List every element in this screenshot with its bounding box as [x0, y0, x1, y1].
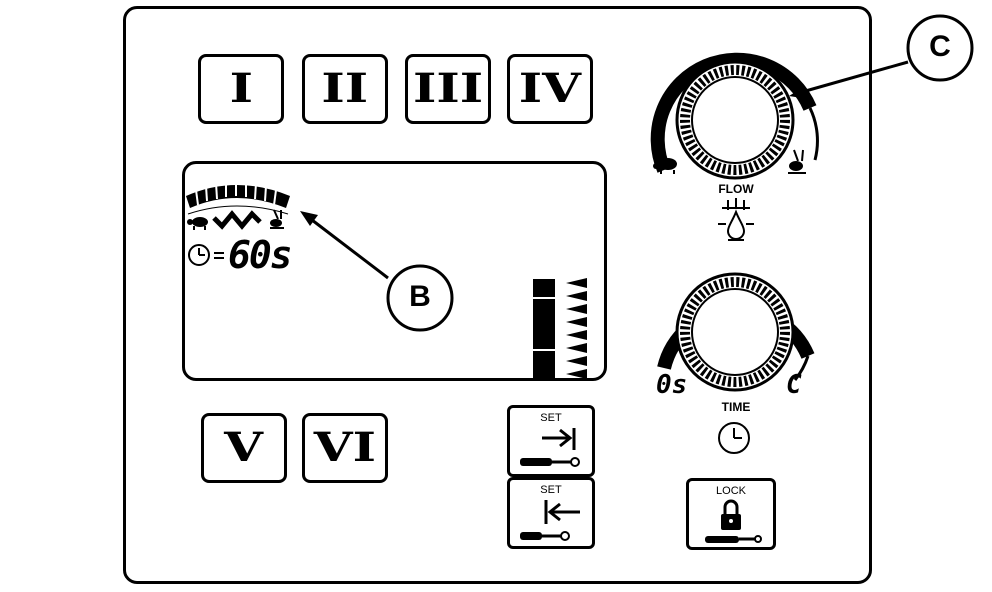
memory-button-2-label: II: [321, 65, 369, 112]
set-out-button[interactable]: SET: [507, 477, 595, 549]
bargraph-baseline: [187, 205, 289, 215]
callout-b-leader: [311, 218, 389, 280]
lock-label: LOCK: [716, 485, 746, 497]
memory-button-5[interactable]: V: [201, 413, 287, 483]
turtle-icon: [187, 217, 208, 230]
memory-button-3-label: III: [412, 65, 484, 112]
set-in-label: SET: [540, 412, 562, 424]
callout-b-arrowhead: [300, 211, 318, 226]
set-in-button[interactable]: SET: [507, 405, 595, 477]
turtle-icon: [653, 158, 677, 174]
clock-icon: [188, 244, 210, 266]
callout-c-label: C: [929, 30, 951, 63]
flow-droplet-icon: [718, 198, 754, 241]
flow-knob[interactable]: [650, 52, 819, 180]
memory-button-4-label: IV: [518, 65, 582, 112]
extend-arrow-icon: [520, 500, 580, 541]
equals-sign: [214, 252, 224, 259]
memory-button-1-label: I: [229, 65, 253, 112]
control-panel: [123, 6, 872, 584]
lock-button[interactable]: LOCK: [686, 478, 776, 550]
time-knob[interactable]: [657, 272, 815, 392]
retract-arrow-icon: [520, 428, 580, 467]
memory-button-4[interactable]: IV: [507, 54, 593, 124]
time-min-label: 0s: [656, 370, 688, 400]
rabbit-icon: [270, 209, 284, 229]
clock-icon: [718, 422, 750, 454]
memory-button-6-label: VI: [313, 424, 377, 471]
flow-bargraph-icon: [186, 180, 290, 208]
timer-value: 60s: [228, 233, 293, 277]
level-indicator-icon: [533, 278, 587, 379]
memory-button-3[interactable]: III: [405, 54, 491, 124]
memory-button-2[interactable]: II: [302, 54, 388, 124]
time-max-label: C: [786, 370, 802, 400]
memory-button-5-label: V: [224, 424, 264, 471]
time-label: TIME: [721, 400, 751, 414]
lcd-display: [182, 161, 607, 381]
rabbit-icon: [788, 149, 806, 174]
callout-b-circle: [386, 264, 454, 332]
wave-icon: [212, 210, 262, 230]
set-out-label: SET: [540, 484, 562, 496]
memory-button-6[interactable]: VI: [302, 413, 388, 483]
callout-c-circle: [906, 14, 974, 82]
memory-button-1[interactable]: I: [198, 54, 284, 124]
flow-label: FLOW: [718, 182, 754, 196]
padlock-icon: [705, 499, 762, 543]
callout-c-leader: [801, 60, 909, 94]
callout-b-label: B: [409, 280, 431, 313]
